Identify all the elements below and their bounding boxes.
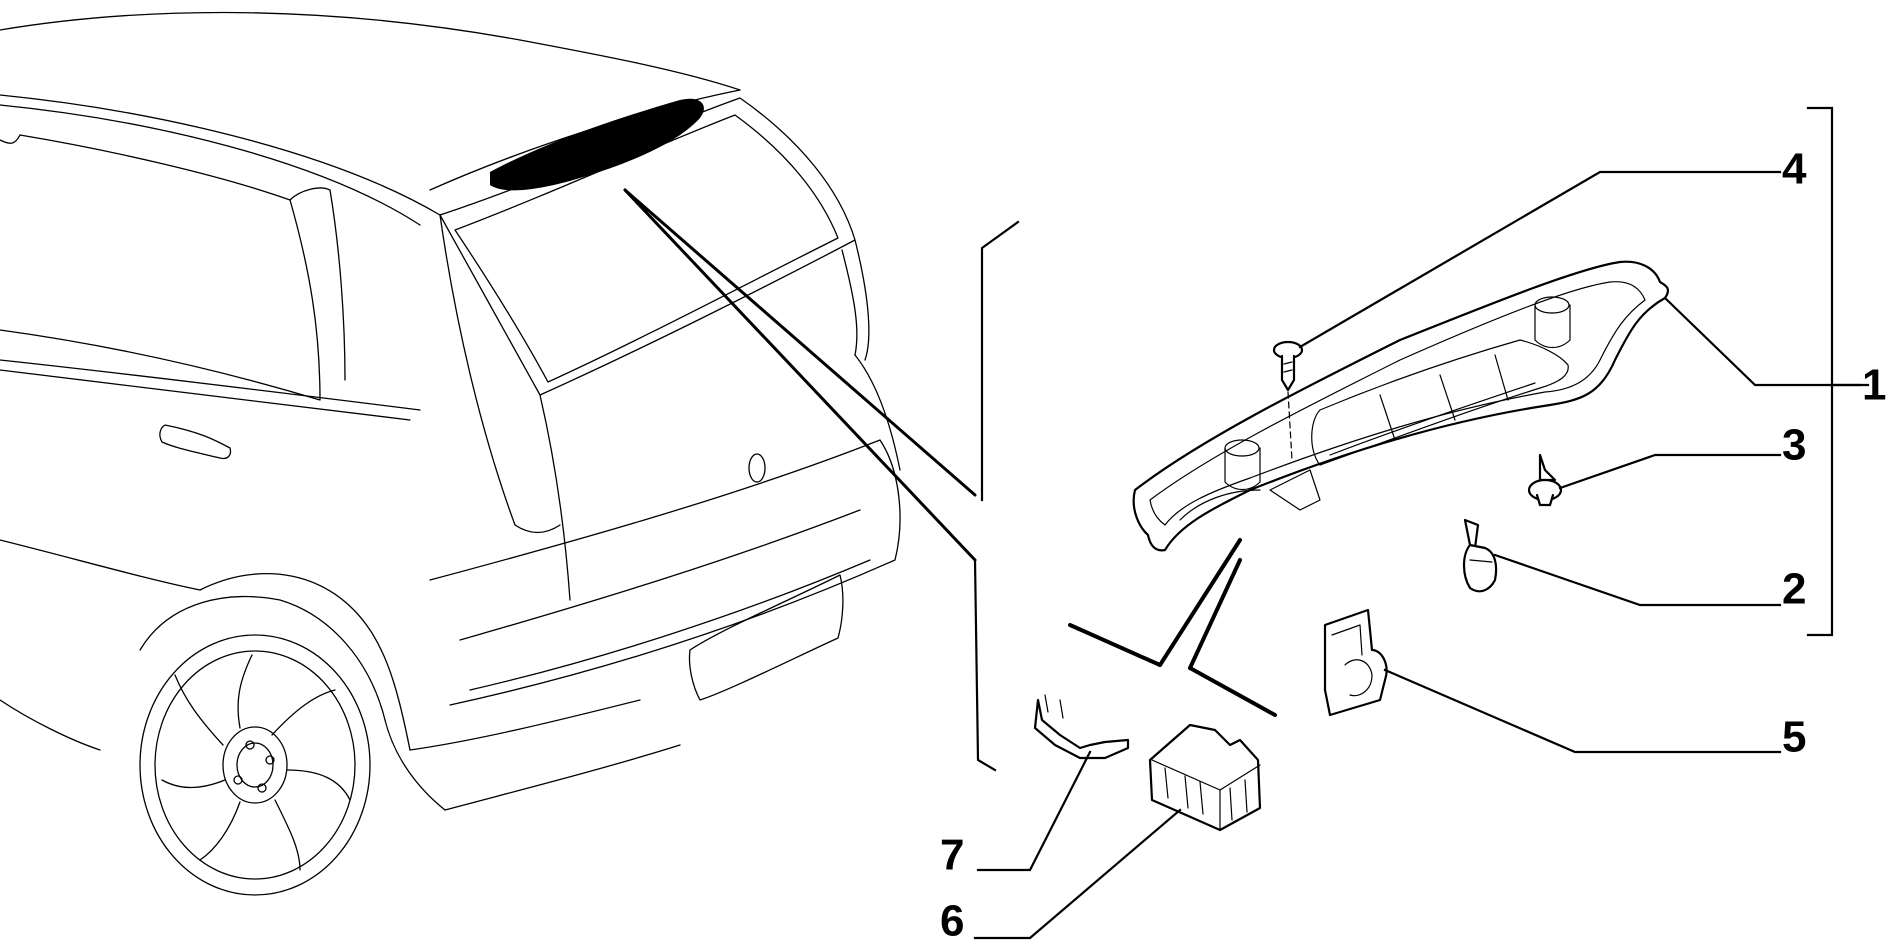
callout-label-5: 5 [1782, 713, 1806, 762]
callout-label-3: 3 [1782, 421, 1806, 470]
screw-3-icon [1527, 453, 1563, 507]
callout-label-7: 7 [940, 831, 964, 880]
callout-labels: 1 4 3 2 5 7 6 [940, 145, 1886, 942]
connector-6-icon [1148, 723, 1262, 832]
exploded-view-frame [973, 220, 1277, 772]
callout-label-1: 1 [1862, 361, 1886, 410]
callout-label-4: 4 [1782, 145, 1807, 194]
terminal-7-icon [1033, 694, 1130, 760]
car-rear-view-icon [0, 11, 901, 896]
bracket-5-icon [1323, 608, 1388, 717]
callout-label-2: 2 [1782, 565, 1806, 614]
screw-4-icon [1272, 340, 1304, 461]
clip-2-icon [1462, 518, 1498, 593]
callout-label-6: 6 [940, 897, 964, 942]
callout-leader-lines [973, 106, 1870, 940]
brake-light-location-marker [490, 98, 704, 191]
brake-light-housing-icon [1132, 260, 1669, 552]
location-leader-lines [623, 188, 977, 562]
